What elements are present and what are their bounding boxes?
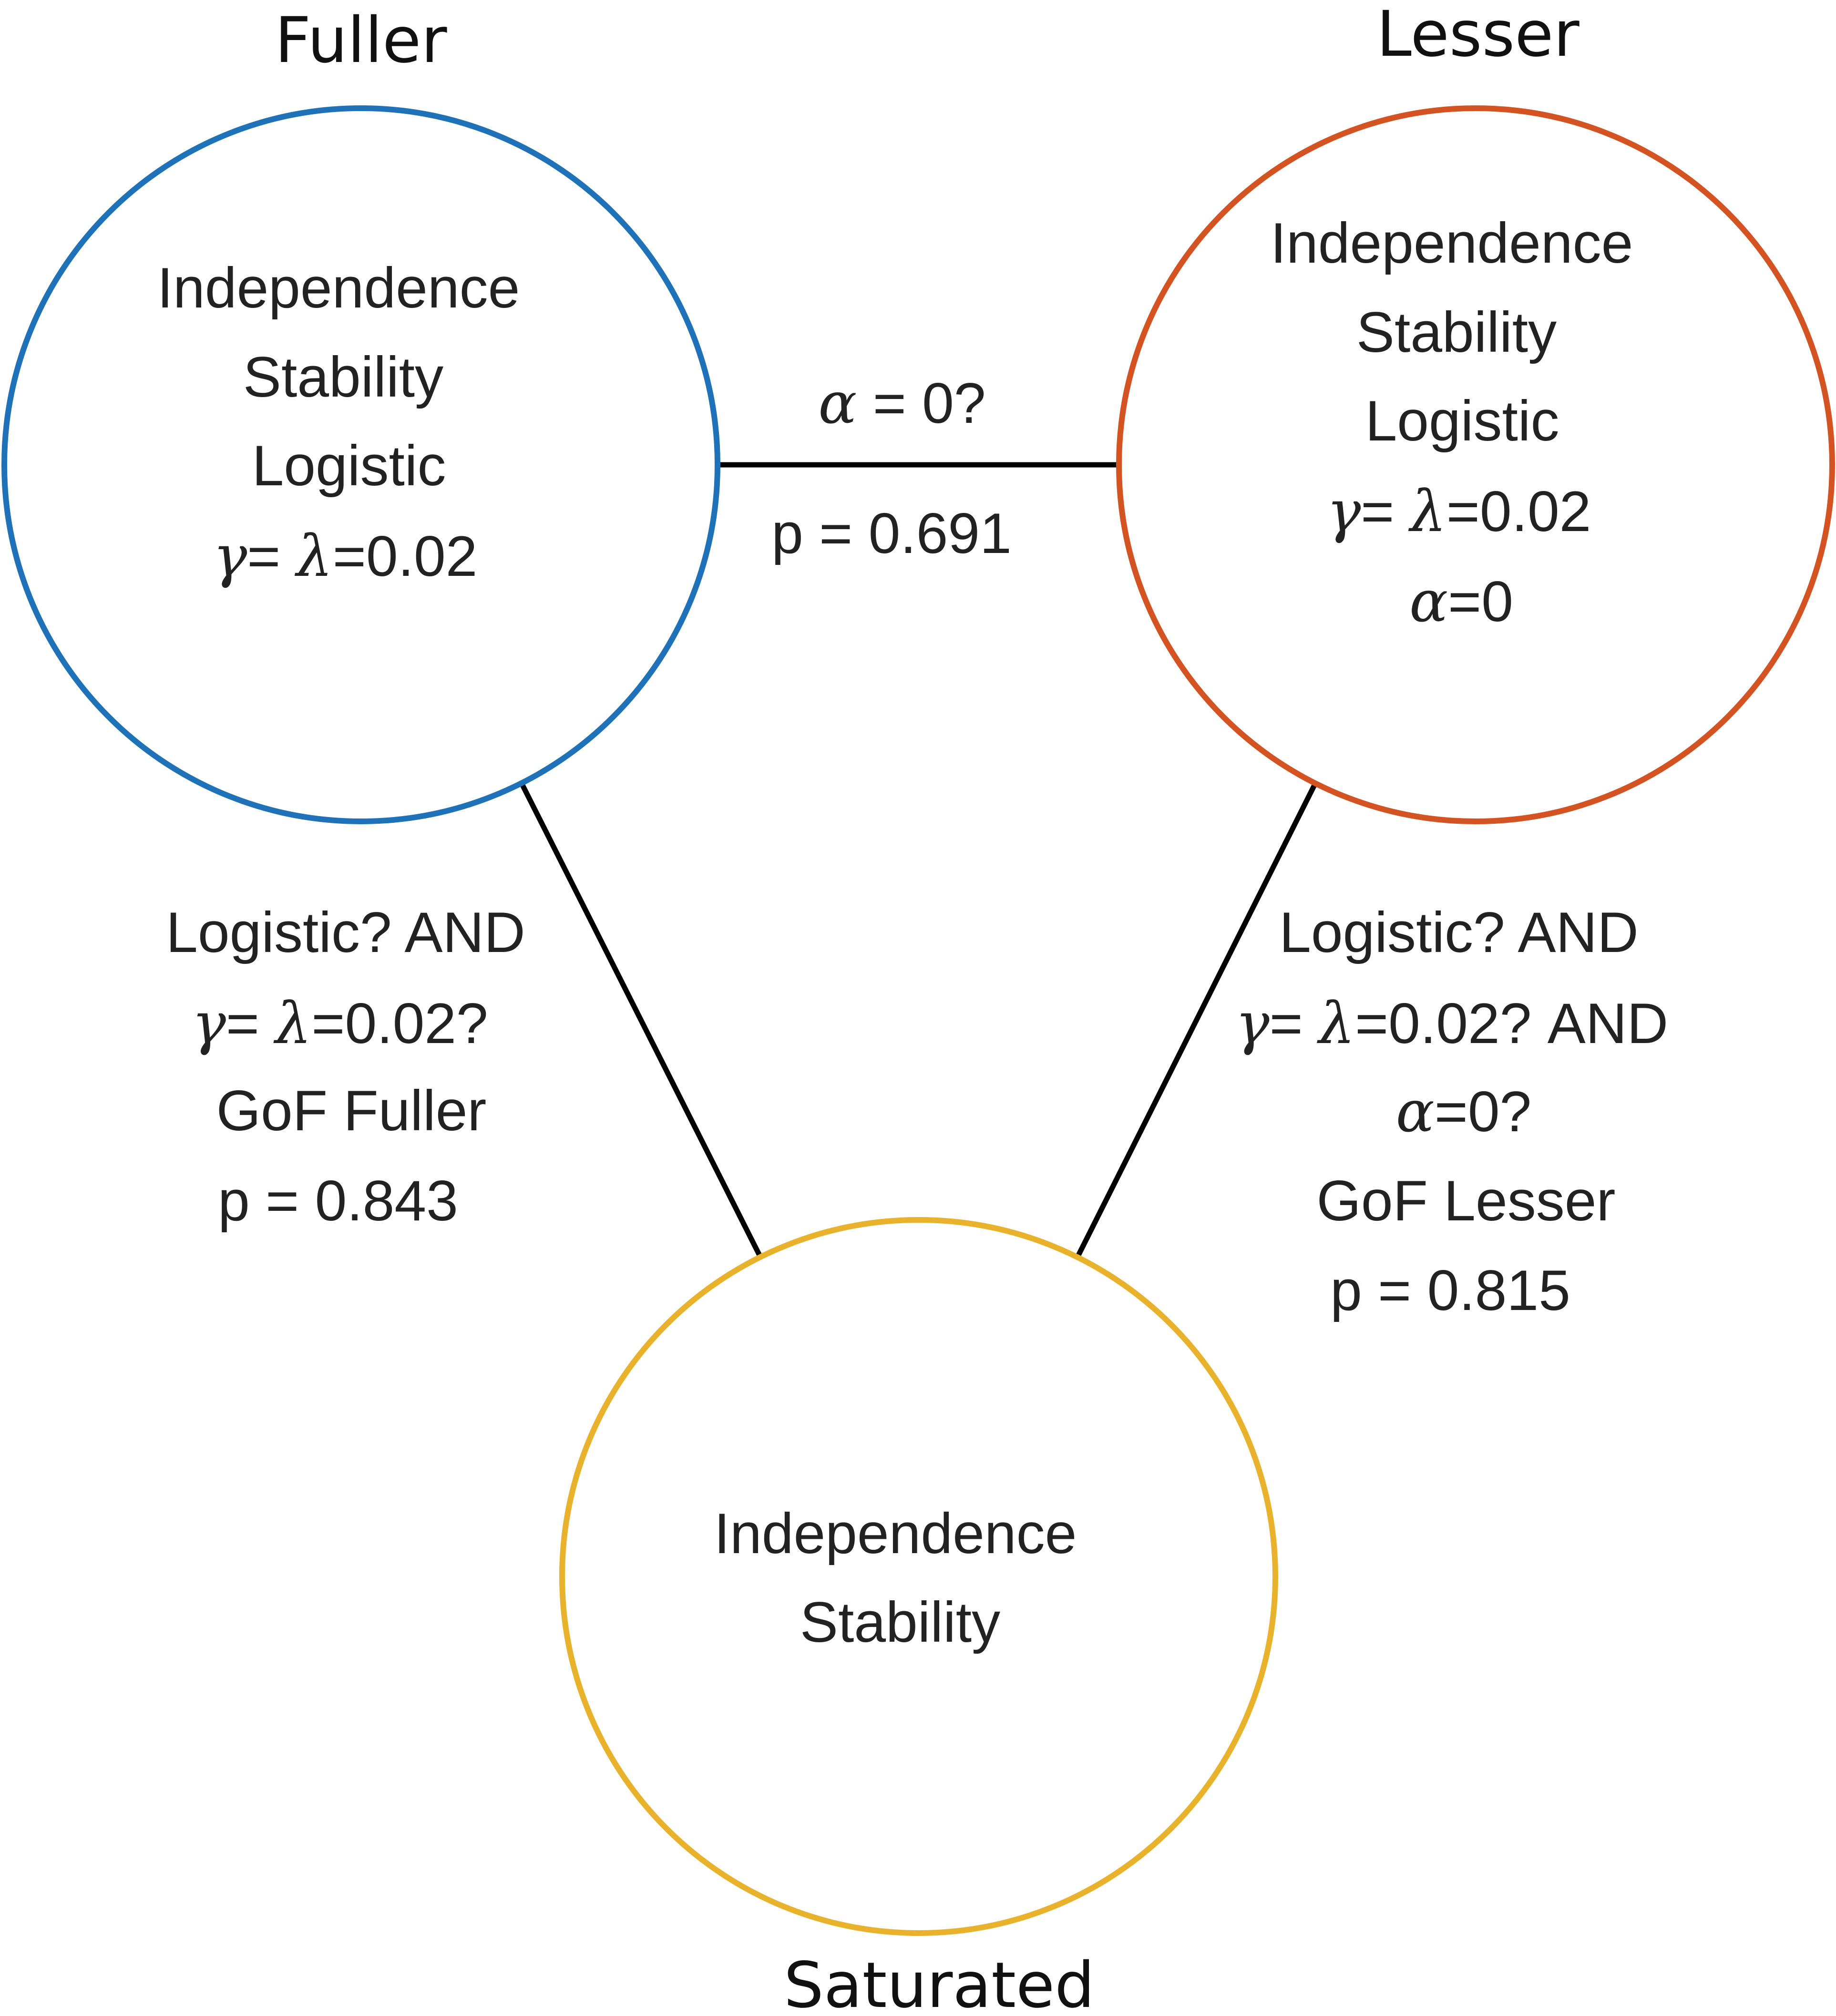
node-lesser-line: Logistic — [1365, 389, 1559, 453]
edge-lesser-saturated-label: Logistic? AND — [1279, 901, 1639, 964]
node-saturated-circle — [559, 1217, 1278, 1936]
node-fuller-line: Logistic — [252, 434, 446, 498]
edge-fuller-lesser-label: α = 0? — [818, 370, 985, 437]
node-fuller-circle — [1, 105, 720, 824]
edge-lesser-saturated — [1076, 782, 1318, 1257]
edge-lesser-saturated-label: α=0? — [1396, 1079, 1532, 1145]
edge-fuller-saturated-label: γ= λ=0.02? — [192, 991, 488, 1057]
edge-lesser-saturated-label: p = 0.815 — [1330, 1259, 1570, 1322]
edge-lesser-saturated-label: GoF Lesser — [1317, 1169, 1616, 1233]
node-lesser-line: γ= λ=0.02 — [1327, 479, 1591, 545]
node-lesser-line: Stability — [1356, 300, 1557, 364]
edge-lesser-saturated-label: γ= λ=0.02? AND — [1235, 991, 1668, 1057]
edge-fuller-saturated-label: p = 0.843 — [218, 1169, 458, 1233]
node-fuller-line: Independence — [157, 256, 520, 320]
edge-fuller-saturated-label: Logistic? AND — [166, 901, 525, 964]
node-lesser-circle — [1116, 105, 1835, 824]
node-saturated-title: Saturated — [784, 1949, 1095, 2016]
node-lesser-line: Independence — [1271, 211, 1633, 275]
node-fuller-line: γ= λ=0.02 — [213, 523, 478, 590]
edge-fuller-lesser-label: p = 0.691 — [771, 501, 1012, 565]
node-lesser-line: α=0 — [1409, 569, 1513, 635]
node-lesser-title: Lesser — [1376, 0, 1580, 71]
edge-fuller-saturated-label: GoF Fuller — [216, 1079, 487, 1143]
node-fuller-title: Fuller — [275, 4, 447, 77]
edge-fuller-saturated — [519, 782, 762, 1257]
node-saturated-line: Stability — [800, 1590, 1000, 1654]
node-saturated-line: Independence — [714, 1502, 1077, 1566]
node-fuller-line: Stability — [243, 345, 443, 409]
